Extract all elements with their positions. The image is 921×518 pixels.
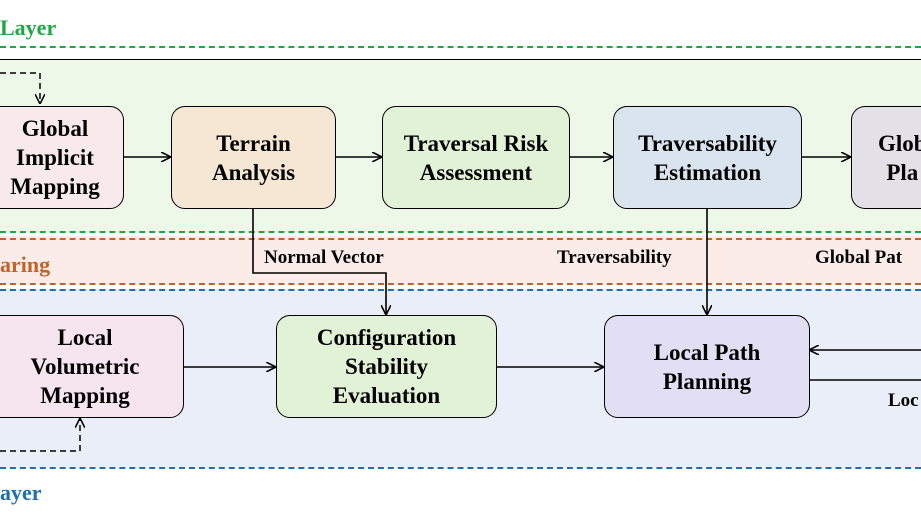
- sharing-layer-label: aring: [0, 252, 51, 277]
- node-global-implicit-mapping: Global Implicit Mapping: [0, 106, 124, 209]
- global-layer-bottom-border: [0, 231, 921, 233]
- edge-terrain-to-stability: [252, 209, 386, 314]
- node-local-path-planning: Local Path Planning: [604, 315, 810, 418]
- local-layer-bottom-border: [0, 467, 921, 469]
- edge-label-normal-vector: Normal Vector: [264, 247, 384, 268]
- local-layer-label: ayer: [0, 480, 42, 505]
- edge-label-local: Loc: [888, 390, 919, 411]
- node-traversability-estimation: Traversability Estimation: [613, 106, 802, 209]
- global-layer-label: Layer: [0, 15, 57, 40]
- node-terrain-analysis: Terrain Analysis: [171, 106, 336, 209]
- sharing-layer-bottom-border: [0, 283, 921, 285]
- sharing-layer-band: [0, 236, 921, 284]
- node-local-volumetric-mapping: Local Volumetric Mapping: [0, 315, 184, 418]
- global-layer-inner-border: [0, 59, 921, 60]
- node-configuration-stability-evaluation: Configuration Stability Evaluation: [276, 315, 497, 418]
- sharing-layer-top-border: [0, 238, 921, 240]
- global-layer-top-border: [0, 46, 921, 48]
- edge-dashed-into-volumetric: [0, 419, 80, 452]
- node-traversal-risk-assessment: Traversal Risk Assessment: [382, 106, 570, 209]
- edge-label-global-path: Global Pat: [815, 247, 903, 268]
- node-global-planning: Glob Pla: [851, 106, 921, 209]
- local-layer-top-border: [0, 289, 921, 291]
- edge-dashed-into-implicit: [0, 72, 40, 103]
- edge-label-traversability: Traversability: [557, 247, 672, 268]
